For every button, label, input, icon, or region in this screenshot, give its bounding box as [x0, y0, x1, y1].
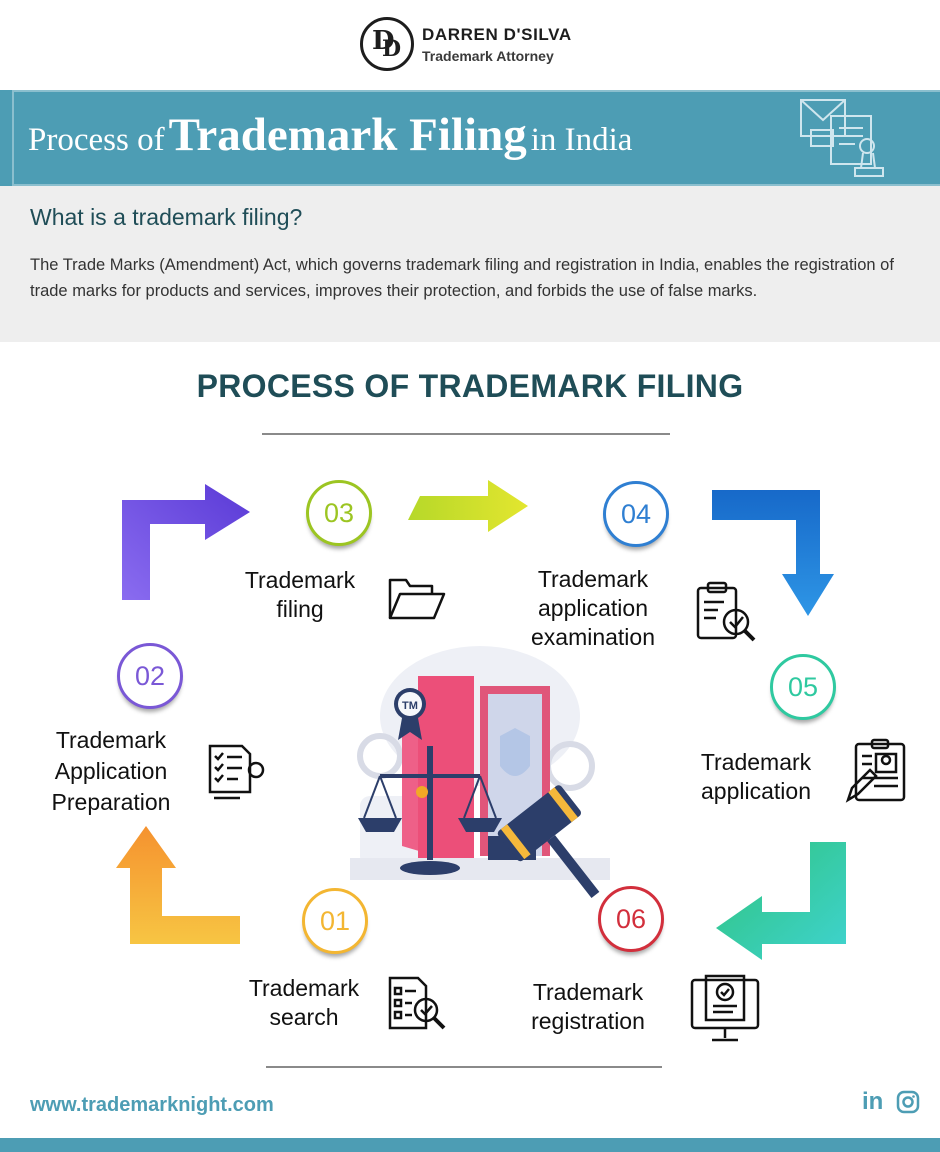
- step-05-label: Trademark application: [676, 748, 836, 806]
- checklist-gear-icon: [208, 744, 265, 800]
- intro-heading: What is a trademark filing?: [30, 204, 303, 230]
- step-01-line-1: Trademark: [248, 975, 360, 1001]
- step-06-line-2: registration: [531, 1008, 645, 1034]
- title-prefix: Process of: [28, 122, 165, 158]
- step-04-number: 04: [603, 481, 669, 547]
- step-06-label: Trademark registration: [506, 978, 670, 1036]
- section-title: PROCESS OF TRADEMARK FILING: [196, 368, 744, 404]
- top-divider: [262, 433, 670, 435]
- step-03-line-1: Trademark: [244, 567, 356, 593]
- title-banner: Process of Trademark Filing in India: [0, 90, 940, 186]
- step-06-line-1: Trademark: [532, 979, 644, 1005]
- logo-letter-2: D: [382, 36, 402, 62]
- step-02-label: Trademark Application Preparation: [26, 725, 196, 818]
- step-04-label: Trademark application examination: [508, 565, 678, 652]
- document-stamp-icon: [800, 99, 884, 177]
- page-title: Process of Trademark Filing in India: [28, 108, 632, 162]
- arrow-up-orange: [116, 826, 240, 944]
- instagram-icon[interactable]: [896, 1090, 920, 1114]
- footer-bar: [0, 1138, 940, 1152]
- folder-icon: [388, 578, 446, 620]
- step-05-line-2: application: [701, 778, 811, 804]
- step-01-number: 01: [302, 888, 368, 954]
- step-03-label: Trademark filing: [220, 566, 380, 624]
- step-02-number: 02: [117, 643, 183, 709]
- brand-logo: D D DARREN D'SILVA Trademark Attorney: [360, 17, 600, 75]
- banner-frame: [12, 90, 940, 186]
- intro-body: The Trade Marks (Amendment) Act, which g…: [30, 256, 894, 300]
- trademark-law-illustration: TM: [350, 646, 610, 898]
- step-04-line-1: Trademark: [537, 566, 649, 592]
- bottom-divider: [266, 1066, 662, 1068]
- step-02-line-1: Trademark: [55, 727, 167, 753]
- step-02-line-2: Application: [54, 758, 168, 784]
- step-04-line-2: application: [538, 595, 648, 621]
- brand-name: DARREN D'SILVA: [422, 25, 572, 44]
- title-suffix: in India: [530, 122, 633, 158]
- monitor-certificate-icon: [690, 974, 760, 1042]
- title-highlight: Trademark Filing: [168, 109, 527, 161]
- tm-badge: TM: [402, 700, 418, 712]
- step-03-number: 03: [306, 480, 372, 546]
- step-04-line-3: examination: [530, 624, 656, 650]
- search-document-icon: [388, 976, 446, 1030]
- step-01-label: Trademark search: [222, 974, 386, 1032]
- clipboard-check-icon: [696, 581, 756, 642]
- linkedin-text: in: [862, 1088, 884, 1115]
- application-form-icon: [845, 738, 906, 803]
- arrow-right-green: [408, 480, 528, 532]
- footer-website-link[interactable]: www.trademarknight.com: [30, 1094, 274, 1116]
- intro-section: What is a trademark filing? The Trade Ma…: [0, 186, 940, 342]
- step-05-line-1: Trademark: [700, 749, 812, 775]
- step-02-line-3: Preparation: [51, 789, 171, 815]
- logo-letter-1: D: [372, 26, 395, 56]
- linkedin-icon[interactable]: in: [862, 1088, 883, 1116]
- step-01-line-2: search: [269, 1004, 339, 1030]
- step-06-number: 06: [598, 886, 664, 952]
- logo-mark: D D: [360, 17, 414, 71]
- step-03-line-2: filing: [276, 596, 324, 622]
- arrow-down-left-teal: [716, 842, 846, 960]
- arrow-right-down-blue: [712, 490, 834, 616]
- step-05-number: 05: [770, 654, 836, 720]
- brand-subtitle: Trademark Attorney: [422, 48, 554, 64]
